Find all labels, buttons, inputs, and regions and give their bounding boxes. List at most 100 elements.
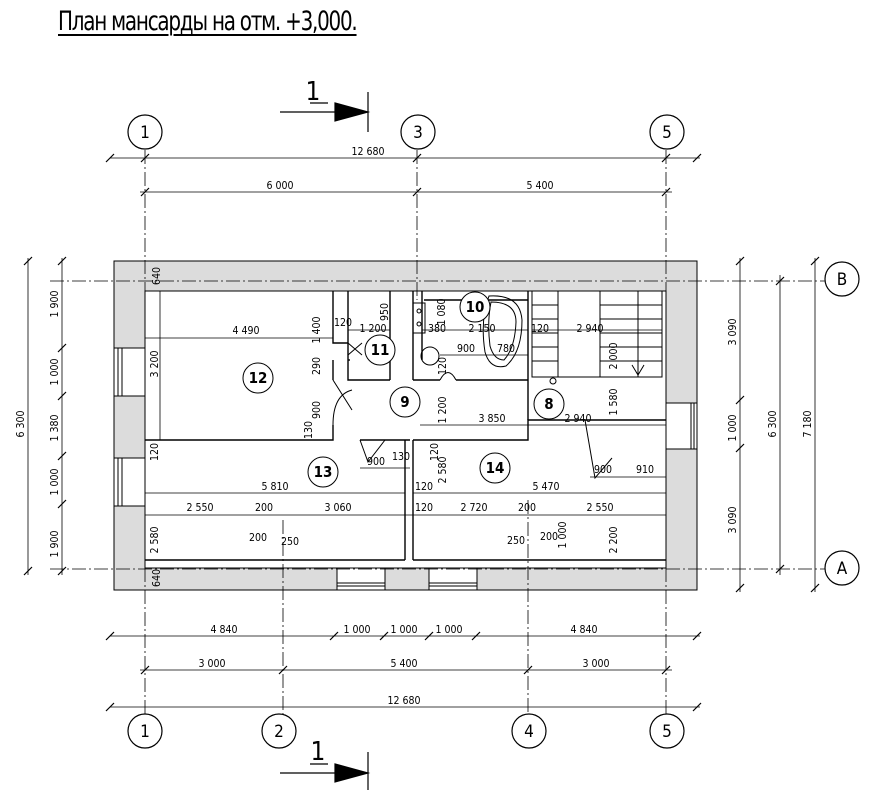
room-label-13: 13: [314, 463, 333, 481]
axis-label-1-top: 1: [140, 123, 150, 143]
dim-r14-120-v: 120: [429, 443, 441, 461]
dim-r11-120: 120: [334, 317, 352, 329]
dim-inner-3060: 3 060: [324, 502, 351, 514]
dimension-lines: [23, 153, 820, 712]
section-label-top: 1: [306, 77, 321, 107]
dim-right-overall-inner: 6 300: [767, 410, 779, 437]
axis-label-3-top: 3: [413, 123, 423, 143]
dim-r13-130: 130: [392, 451, 410, 463]
dim-top-3-5: 5 400: [526, 180, 553, 192]
windows: [113, 347, 698, 591]
room-labels: 12 11 10 9 8 13 14: [249, 298, 554, 481]
dim-bottom-pier: 1 000: [390, 624, 417, 636]
dim-inner-2550-left: 2 550: [186, 502, 213, 514]
dim-bottom-4-5: 3 000: [582, 658, 609, 670]
room-label-10: 10: [466, 298, 485, 316]
drawing-title: План мансарды на отм. +3,000.: [58, 6, 358, 37]
room-markers: [242, 291, 565, 488]
dim-r13-120-v: 120: [149, 443, 161, 461]
dim-low-2200: 2 200: [608, 526, 620, 553]
room-label-11: 11: [371, 341, 390, 359]
room-label-12: 12: [249, 369, 268, 387]
door-12: [332, 379, 353, 426]
dim-r8-1580: 1 580: [608, 388, 620, 415]
dim-hall-3850: 3 850: [478, 413, 505, 425]
door-11: [347, 342, 363, 356]
dim-top-1-3: 6 000: [266, 180, 293, 192]
dim-left-seg-4: 1 000: [49, 468, 61, 495]
bathtub: [482, 295, 523, 368]
window-left-bottom: [113, 457, 146, 507]
dim-wall-640-bottom: 640: [151, 569, 163, 587]
section-marker-bottom: [280, 752, 371, 790]
dim-inner-200-left: 200: [255, 502, 273, 514]
dim-r11-950: 950: [379, 303, 391, 321]
dim-left-seg-1: 1 900: [49, 290, 61, 317]
dim-top-overall: 12 680: [351, 146, 384, 158]
washbasin: [412, 302, 426, 334]
dim-right-overall-outer: 7 180: [802, 410, 814, 437]
dim-bottom-win-2: 1 000: [435, 624, 462, 636]
dim-hall-130: 130: [303, 421, 315, 439]
dim-low-250: 250: [281, 536, 299, 548]
door-13: [359, 439, 386, 464]
axis-label-a: А: [837, 559, 848, 579]
room-label-8: 8: [544, 395, 553, 413]
dim-stair-2940: 2 940: [576, 323, 603, 335]
dim-wall-640-top: 640: [151, 267, 163, 285]
section-label-bottom: 1: [311, 737, 326, 767]
window-right: [665, 402, 698, 450]
partitions: [145, 291, 666, 561]
dim-r11-1400: 1 400: [311, 316, 323, 343]
dim-stair-2000: 2 000: [608, 342, 620, 369]
dim-r14-5470: 5 470: [532, 481, 559, 493]
dim-r10-380: 380: [428, 323, 446, 335]
dim-left-seg-3: 1 380: [49, 414, 61, 441]
dim-hall-290: 290: [311, 357, 323, 375]
window-bottom-left: [336, 567, 386, 591]
dim-r13-120-r: 120: [415, 481, 433, 493]
dim-right-seg-3: 3 090: [727, 506, 739, 533]
dim-inner-2720: 2 720: [460, 502, 487, 514]
window-left-top: [113, 347, 146, 397]
dim-r10-900: 900: [457, 343, 475, 355]
dim-inner-2550-right: 2 550: [586, 502, 613, 514]
dimension-texts: 12 680 6 000 5 400 4 840 1 000 1 000 1 0…: [15, 146, 814, 707]
dim-right-seg-2: 1 000: [727, 414, 739, 441]
dim-low-200-r: 200: [540, 531, 558, 543]
dim-left-overall: 6 300: [15, 410, 27, 437]
axis-label-v: В: [837, 270, 848, 290]
fixtures: [332, 290, 663, 480]
dim-bottom-win-1: 1 000: [343, 624, 370, 636]
grid-axes: [50, 150, 826, 718]
dim-r14-2580: 2 580: [437, 456, 449, 483]
axis-label-1-bottom: 1: [140, 722, 150, 742]
dim-r8-910: 910: [636, 464, 654, 476]
dim-r8-2940: 2 940: [564, 413, 591, 425]
dim-low-1000: 1 000: [557, 521, 569, 548]
dim-inner-120-mid: 120: [415, 502, 433, 514]
dim-r10-2150: 2 150: [468, 323, 495, 335]
dim-low-200: 200: [249, 532, 267, 544]
dim-hall-900: 900: [311, 401, 323, 419]
axis-labels: 1 3 5 1 2 4 5 В А: [140, 123, 848, 742]
door-10: [439, 372, 457, 381]
room-label-14: 14: [486, 459, 505, 477]
dim-r12-height: 3 200: [149, 350, 161, 377]
axis-bubbles: [127, 114, 860, 749]
dim-low-2580: 2 580: [149, 526, 161, 553]
dim-r8-900: 900: [594, 464, 612, 476]
dim-r13-900: 900: [367, 456, 385, 468]
dim-left-seg-5: 1 900: [49, 530, 61, 557]
dim-stair-120: 120: [531, 323, 549, 335]
axis-label-4-bottom: 4: [524, 722, 534, 742]
door-14: [584, 419, 613, 480]
dim-low-250-r: 250: [507, 535, 525, 547]
room-label-9: 9: [400, 393, 409, 411]
dim-bottom-overall: 12 680: [387, 695, 420, 707]
dim-bottom-1-2: 3 000: [198, 658, 225, 670]
dim-r10-120: 120: [437, 357, 449, 375]
axis-label-5-top: 5: [662, 123, 672, 143]
dim-r10-780: 780: [497, 343, 515, 355]
window-bottom-right: [428, 567, 478, 591]
